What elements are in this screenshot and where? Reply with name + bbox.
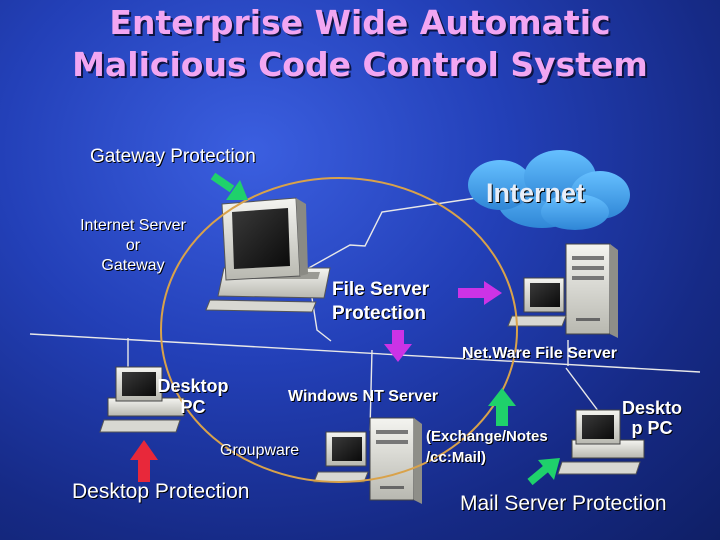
desktop-protection-arrow-icon: [130, 440, 158, 482]
left-desktop-pc-icon: [99, 366, 185, 433]
internet-server-label-line-3: Gateway: [101, 257, 165, 274]
desktop-protection-label: Desktop Protection: [72, 480, 250, 503]
file-server-protection-line-2: Protection: [332, 303, 426, 324]
mail-server-up-arrow-icon: [488, 388, 516, 426]
gateway-protection-arrow-icon: [210, 172, 248, 200]
internet-server-label-line-1: Internet Server: [80, 217, 186, 234]
left-desktop-pc-line-1: Desktop: [157, 376, 229, 396]
title-line-1: Enterprise Wide Automatic: [109, 3, 611, 42]
file-server-protection-label: File Server Protection: [332, 278, 429, 326]
right-desktop-pc-line-2: p PC: [631, 418, 673, 438]
left-desktop-pc-label: Desktop PC: [148, 376, 238, 418]
windows-nt-server-icon: [313, 417, 422, 504]
netware-file-server-icon: [507, 243, 618, 338]
nt-server-down-arrow-icon: [384, 330, 412, 362]
gateway-protection-label: Gateway Protection: [90, 146, 256, 167]
exchange-label-line-1: (Exchange/Notes: [426, 428, 548, 445]
title-line-2: Malicious Code Control System: [72, 45, 648, 84]
internet-link-line: [297, 197, 477, 275]
file-server-protection-arrow-icon: [458, 281, 502, 305]
exchange-label: (Exchange/Notes /cc:Mail): [426, 426, 548, 468]
backbone-line: [29, 333, 701, 373]
right-desktop-pc-icon: [557, 409, 645, 475]
exchange-label-line-2: /cc:Mail): [426, 449, 487, 466]
internet-server-label: Internet Server or Gateway: [58, 216, 208, 276]
slide-title: Enterprise Wide Automatic Malicious Code…: [0, 2, 720, 86]
netware-file-server-label: Net.Ware File Server: [462, 345, 618, 362]
file-server-protection-line-1: File Server: [332, 279, 430, 300]
gateway-computer-icon: [205, 197, 331, 313]
groupware-label: Groupware: [220, 442, 300, 459]
right-desktop-pc-line-1: Deskto: [621, 398, 683, 418]
left-desktop-pc-line-2: PC: [180, 397, 206, 417]
mail-server-diagonal-arrow-icon: [527, 458, 560, 486]
right-desktop-pc-label: Deskto p PC: [612, 398, 692, 438]
internet-label: Internet: [486, 178, 586, 208]
internet-server-label-line-2: or: [125, 237, 141, 254]
cloud-icon: [468, 150, 630, 230]
protection-zone-ellipse: [160, 177, 518, 483]
windows-nt-server-label: Windows NT Server: [288, 388, 439, 405]
mail-server-protection-label: Mail Server Protection: [460, 492, 667, 515]
